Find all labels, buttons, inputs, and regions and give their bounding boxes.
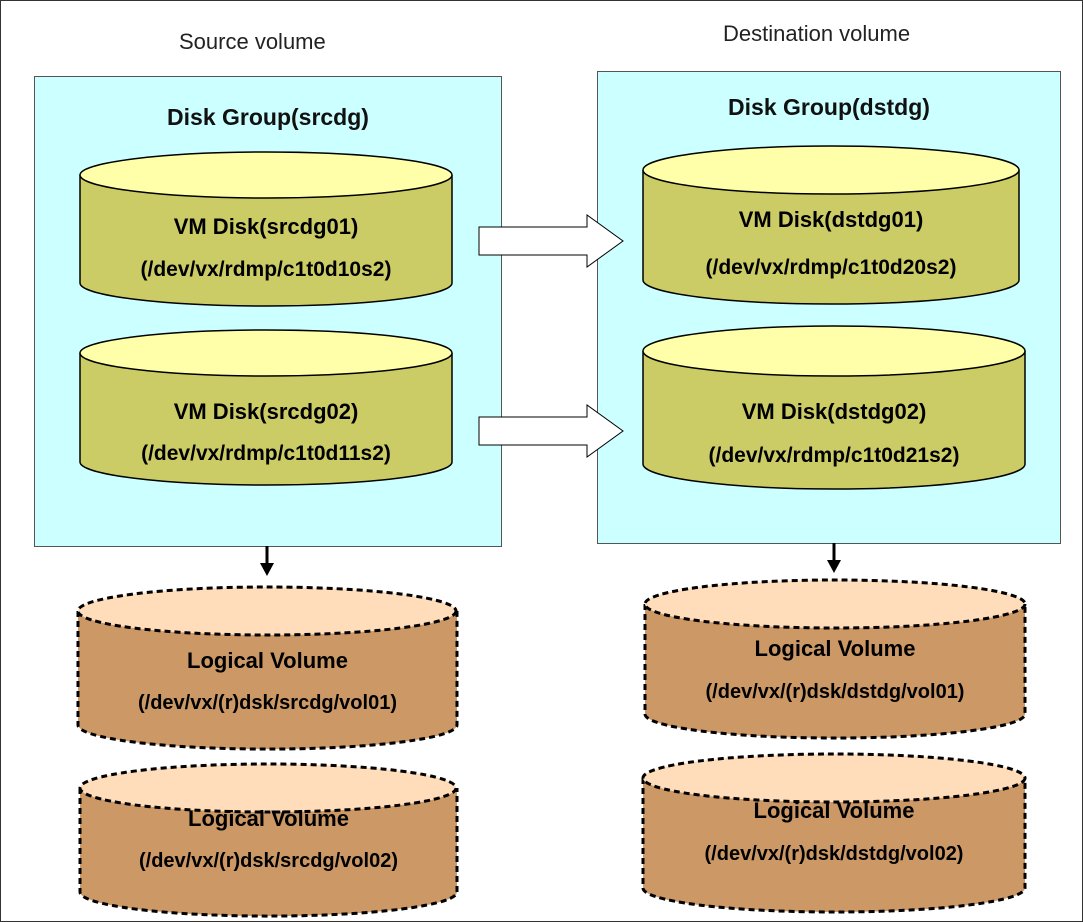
source-logical-volume-1: Logical Volume (/dev/vx/(r)dsk/srcdg/vol…	[76, 585, 459, 751]
hollow-arrow-icon	[478, 214, 624, 268]
copy-arrow-1	[477, 213, 627, 274]
source-disk-group-title: Disk Group(srcdg)	[167, 104, 369, 130]
dashed-cylinder-shape	[76, 585, 459, 751]
dashed-cylinder-shape	[641, 752, 1027, 914]
destination-logical-volume-2: Logical Volume (/dev/vx/(r)dsk/dstdg/vol…	[641, 752, 1027, 914]
cylinder-shape	[642, 325, 1026, 490]
destination-logical-volume-1: Logical Volume (/dev/vx/(r)dsk/dstdg/vol…	[643, 578, 1027, 740]
down-arrow-icon	[260, 546, 274, 576]
down-arrow-icon	[827, 543, 841, 573]
vm-disk-name: VM Disk(srcdg02)	[173, 399, 359, 424]
destination-vm-disk-1: VM Disk(dstdg01) (/dev/vx/rdmp/c1t0d20s2…	[642, 145, 1020, 305]
logical-volume-name: Logical Volume	[188, 806, 349, 831]
logical-volume-path: (/dev/vx/(r)dsk/srcdg/vol02)	[139, 850, 398, 872]
vm-disk-path: (/dev/vx/rdmp/c1t0d21s2)	[708, 444, 960, 467]
cylinder-shape	[79, 151, 453, 307]
logical-volume-path: (/dev/vx/(r)dsk/srcdg/vol01)	[138, 692, 397, 714]
vm-disk-path: (/dev/vx/rdmp/c1t0d10s2)	[140, 258, 392, 281]
logical-volume-path: (/dev/vx/(r)dsk/dstdg/vol02)	[704, 843, 964, 865]
destination-volume-heading: Destination volume	[723, 21, 911, 46]
source-logical-volume-2: Logical Volume (/dev/vx/(r)dsk/srcdg/vol…	[78, 762, 459, 918]
source-volume-heading: Source volume	[179, 29, 326, 54]
copy-arrow-2	[477, 403, 627, 464]
hollow-arrow-icon	[478, 404, 624, 458]
logical-volume-name: Logical Volume	[753, 798, 915, 823]
vm-disk-path: (/dev/vx/rdmp/c1t0d20s2)	[705, 256, 957, 279]
cylinder-shape	[79, 329, 453, 486]
destination-disk-group-title: Disk Group(dstdg)	[728, 94, 930, 120]
source-vm-disk-2: VM Disk(srcdg02) (/dev/vx/rdmp/c1t0d11s2…	[79, 329, 453, 486]
logical-volume-path: (/dev/vx/(r)dsk/dstdg/vol01)	[705, 681, 965, 703]
dashed-cylinder-shape	[78, 762, 459, 918]
logical-volume-name: Logical Volume	[754, 636, 916, 661]
logical-volume-name: Logical Volume	[187, 648, 348, 673]
source-vm-disk-1: VM Disk(srcdg01) (/dev/vx/rdmp/c1t0d10s2…	[79, 151, 453, 307]
cylinder-shape	[642, 145, 1020, 305]
vm-disk-name: VM Disk(dstdg02)	[741, 399, 927, 424]
destination-vm-disk-2: VM Disk(dstdg02) (/dev/vx/rdmp/c1t0d21s2…	[642, 325, 1026, 490]
destination-down-arrow	[824, 543, 844, 580]
dashed-cylinder-shape	[643, 578, 1027, 740]
vm-disk-name: VM Disk(dstdg01)	[738, 207, 924, 232]
source-down-arrow	[257, 546, 277, 583]
vm-disk-path: (/dev/vx/rdmp/c1t0d11s2)	[141, 442, 391, 465]
vm-disk-name: VM Disk(srcdg01)	[173, 214, 359, 239]
